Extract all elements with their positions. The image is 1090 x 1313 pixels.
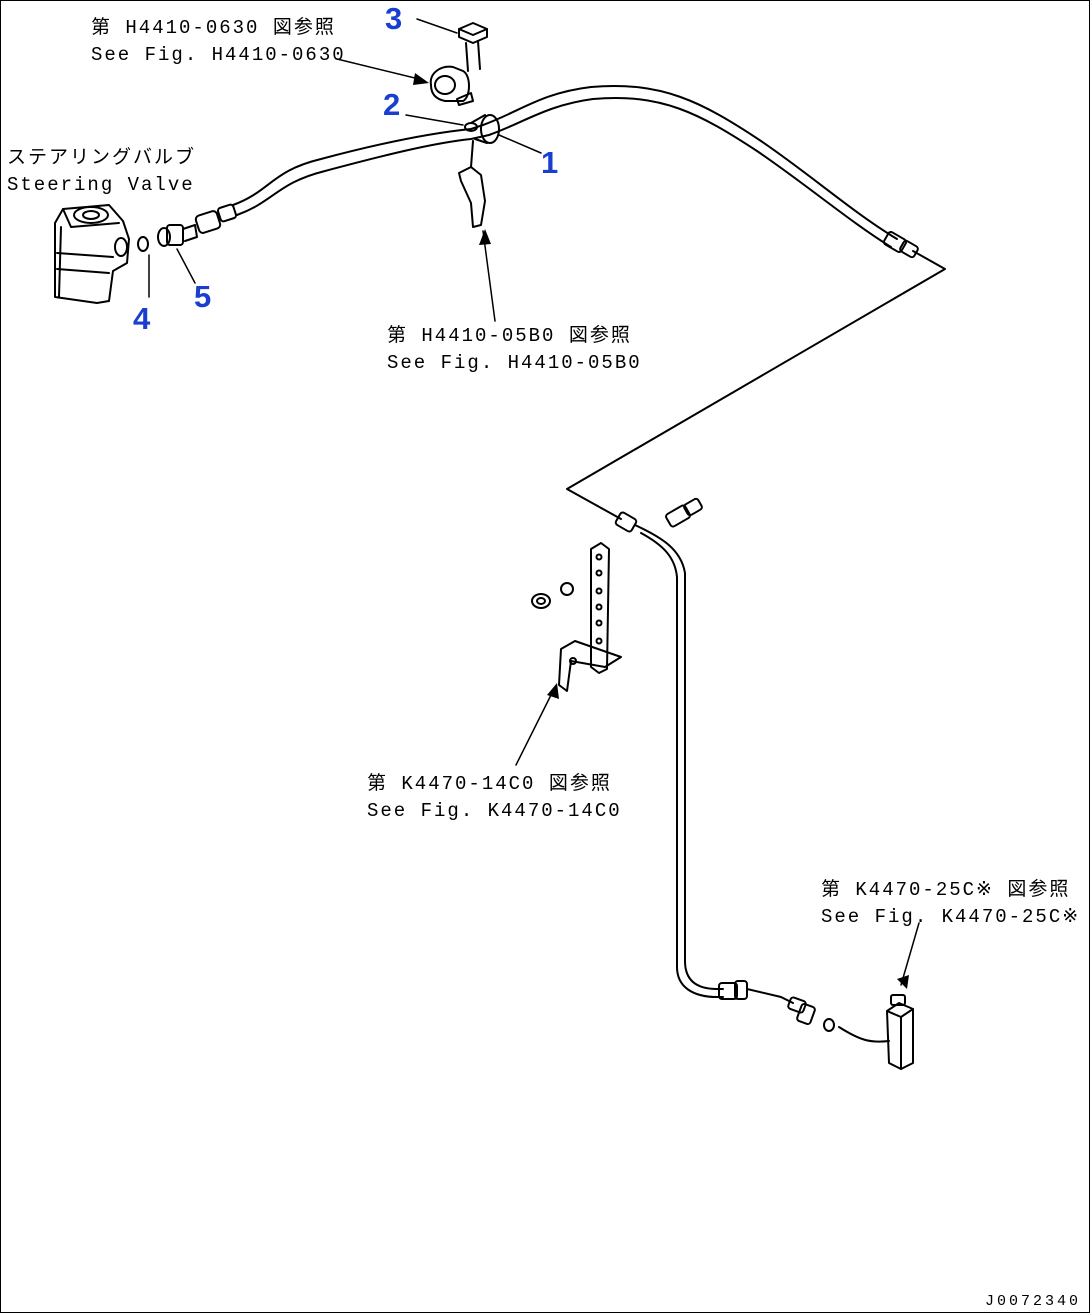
ref-callout-top: 第 H4410-0630 図参照 See Fig. H4410-0630 (91, 15, 346, 69)
nut-washer (531, 582, 574, 609)
part-number-3: 3 (385, 1, 403, 36)
ref-callout-fitting: 第 K4470-25C※ 図参照 See Fig. K4470-25C※ (821, 877, 1080, 931)
ref-callout-top-jp: 第 H4410-0630 図参照 (91, 17, 336, 39)
ref-callout-fitting-en: See Fig. K4470-25C※ (821, 906, 1081, 928)
hose-end-left (194, 203, 237, 234)
bolt (458, 22, 488, 72)
hose-clamp (470, 114, 500, 144)
ref-callout-bracket: 第 H4410-05B0 図参照 See Fig. H4410-05B0 (387, 323, 642, 377)
cushion (429, 65, 474, 106)
lower-fittings (614, 497, 703, 533)
clamp-bracket (458, 140, 486, 228)
steering-valve-label: ステアリングバルブ Steering Valve (7, 145, 196, 199)
ref-callout-bracket-jp: 第 H4410-05B0 図参照 (387, 325, 632, 347)
steering-valve (54, 204, 130, 304)
part-number-1: 1 (541, 145, 559, 180)
ref-callout-bracket-en: See Fig. H4410-05B0 (387, 352, 642, 374)
ref-callout-fitting-jp: 第 K4470-25C※ 図参照 (821, 879, 1071, 901)
part-number-5: 5 (194, 279, 212, 314)
steering-valve-label-en: Steering Valve (7, 174, 195, 196)
lower-tube (634, 524, 724, 998)
ref-callout-stay: 第 K4470-14C0 図参照 See Fig. K4470-14C0 (367, 771, 622, 825)
arrow-heads (413, 73, 909, 989)
continuation-line (566, 250, 946, 520)
tube-stay (558, 542, 622, 692)
o-ring (137, 236, 149, 252)
upper-hose (232, 85, 898, 248)
elbow-fitting (157, 224, 198, 247)
leader-lines (148, 18, 920, 986)
drawing-id: J0072340 (984, 1293, 1081, 1310)
ref-callout-stay-en: See Fig. K4470-14C0 (367, 800, 622, 822)
steering-valve-label-jp: ステアリングバルブ (7, 147, 197, 169)
ref-callout-stay-jp: 第 K4470-14C0 図参照 (367, 773, 612, 795)
valve-block (886, 994, 914, 1070)
lower-end-fittings (718, 980, 890, 1043)
clamp-half (464, 122, 478, 132)
part-number-4: 4 (133, 301, 151, 336)
ref-callout-top-en: See Fig. H4410-0630 (91, 44, 346, 66)
part-number-2: 2 (383, 87, 401, 122)
